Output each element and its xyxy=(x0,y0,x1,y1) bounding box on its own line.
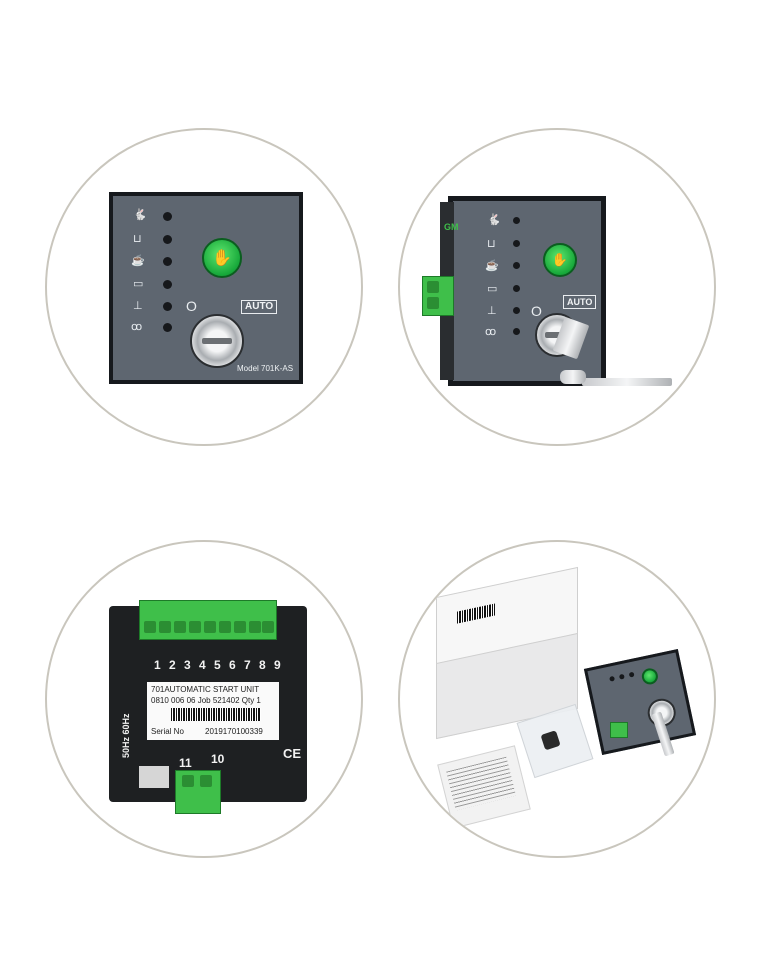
hand-icon: ✋ xyxy=(551,252,569,267)
side-logo: GM xyxy=(444,222,459,232)
product-label: 701AUTOMATIC START UNIT 0810 006 06 Job … xyxy=(147,682,279,740)
status-led xyxy=(513,217,520,224)
oil-can-icon: ⊔ xyxy=(133,233,142,245)
status-led xyxy=(163,212,172,221)
serial-value: 2019170100339 xyxy=(205,727,263,736)
controller-small xyxy=(583,648,697,756)
frequency-label: 50Hz 60Hz xyxy=(121,713,131,758)
off-position-label: O xyxy=(531,303,542,319)
status-led xyxy=(513,262,520,269)
battery-icon: ▭ xyxy=(133,278,144,290)
bottom-terminal-block xyxy=(175,770,221,814)
terminal-screw xyxy=(427,297,439,309)
terminal-screw xyxy=(174,621,186,633)
terminal-screw xyxy=(234,621,246,633)
top-terminal-block xyxy=(139,600,277,640)
temperature-icon: ⊥ xyxy=(133,300,143,312)
controller-front-panel: 🐇 ⊔ ☕ ▭ ⊥ ꝏ ✋ O AUTO Model 701K-AS xyxy=(109,192,303,384)
preheat-icon: ꝏ xyxy=(485,326,497,338)
terminal-number: 8 xyxy=(259,658,266,672)
terminal-number: 3 xyxy=(184,658,191,672)
terminal-number: 9 xyxy=(274,658,281,672)
controller-back: 1 2 3 4 5 6 7 8 9 701AUTOMATIC START UNI… xyxy=(109,600,307,814)
terminal-screw xyxy=(144,621,156,633)
terminal-screw xyxy=(262,621,274,633)
status-led xyxy=(163,280,172,289)
terminal-number: 7 xyxy=(244,658,251,672)
controller-angled-panel: 🐇 ⊔ ☕ ▭ ⊥ ꝏ ✋ O AUTO xyxy=(448,196,606,386)
terminal-screw xyxy=(182,775,194,787)
oil-pressure-icon: ☕ xyxy=(131,255,145,267)
barcode xyxy=(171,708,261,721)
status-led xyxy=(609,675,616,682)
terminal-number: 5 xyxy=(214,658,221,672)
terminal-screw xyxy=(200,775,212,787)
photo-front-panel: 🐇 ⊔ ☕ ▭ ⊥ ꝏ ✋ O AUTO Model 701K-AS xyxy=(45,128,363,446)
status-led xyxy=(513,328,520,335)
terminal-screw xyxy=(204,621,216,633)
status-led xyxy=(628,671,635,678)
key-slot xyxy=(202,338,232,344)
hand-icon: ✋ xyxy=(212,250,232,267)
box-barcode xyxy=(457,603,495,624)
terminal-screw xyxy=(219,621,231,633)
key-ring-head xyxy=(560,370,586,384)
terminal-screw xyxy=(159,621,171,633)
auto-position-label: AUTO xyxy=(563,295,597,309)
auto-position-label: AUTO xyxy=(241,300,278,314)
status-led xyxy=(513,285,520,292)
manual-hand-button[interactable]: ✋ xyxy=(543,243,577,277)
photo-back-panel: 1 2 3 4 5 6 7 8 9 701AUTOMATIC START UNI… xyxy=(45,540,363,858)
terminal-number: 11 xyxy=(179,756,192,770)
status-led xyxy=(513,307,520,314)
photo-angled-panel: 🐇 ⊔ ☕ ▭ ⊥ ꝏ ✋ O AUTO GM xyxy=(398,128,716,446)
oil-pressure-icon: ☕ xyxy=(485,260,499,272)
label-job-line: 0810 006 06 Job 521402 Qty 1 xyxy=(151,696,261,705)
battery-icon: ▭ xyxy=(487,283,498,295)
key-switch[interactable] xyxy=(190,314,244,368)
terminal-screw xyxy=(189,621,201,633)
status-led xyxy=(618,673,625,680)
serial-label: Serial No xyxy=(151,727,184,736)
status-led xyxy=(513,240,520,247)
manual-hand-button[interactable]: ✋ xyxy=(202,238,242,278)
ce-mark: CE xyxy=(283,746,302,761)
photo-package-contents xyxy=(398,540,716,858)
side-terminal-block xyxy=(422,276,454,316)
terminal-number: 2 xyxy=(169,658,176,672)
key-blade xyxy=(582,378,672,386)
temperature-icon: ⊥ xyxy=(487,305,497,317)
terminal-screw xyxy=(249,621,261,633)
manual-sheet xyxy=(437,745,531,829)
preheat-icon: ꝏ xyxy=(131,321,143,333)
terminal-number: 4 xyxy=(199,658,206,672)
mounting-clip xyxy=(540,730,561,751)
oil-can-icon: ⊔ xyxy=(487,238,496,250)
terminal-number: 6 xyxy=(229,658,236,672)
manual-hand-button xyxy=(640,666,660,686)
off-position-label: O xyxy=(186,298,197,314)
sticker-patch xyxy=(139,766,169,788)
status-led xyxy=(163,257,172,266)
terminal-number: 1 xyxy=(154,658,161,672)
small-terminal-block xyxy=(610,722,628,738)
manual-text-lines xyxy=(446,756,517,811)
terminal-number: 10 xyxy=(211,752,225,766)
status-led xyxy=(163,302,172,311)
rabbit-icon: 🐇 xyxy=(133,209,147,221)
status-led xyxy=(163,323,172,332)
label-title: 701AUTOMATIC START UNIT xyxy=(151,685,260,694)
model-label: Model 701K-AS xyxy=(237,364,294,373)
rabbit-icon: 🐇 xyxy=(487,214,501,226)
status-led xyxy=(163,235,172,244)
terminal-screw xyxy=(427,281,439,293)
